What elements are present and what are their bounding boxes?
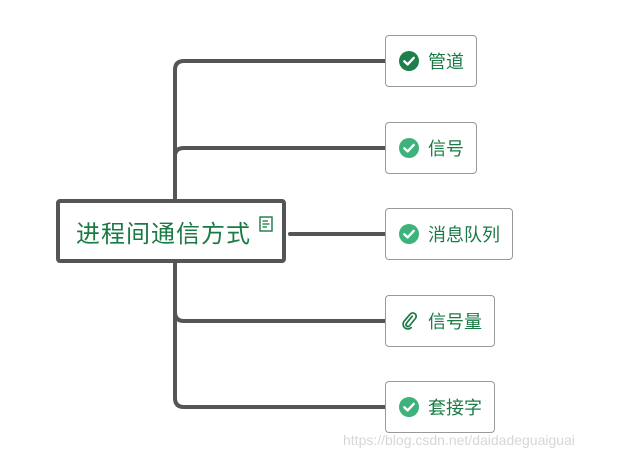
check-circle-icon bbox=[399, 138, 419, 158]
child-topic-label: 消息队列 bbox=[428, 225, 500, 246]
child-topic-semaphore[interactable]: 信号量 bbox=[385, 295, 495, 347]
child-topic-signal[interactable]: 信号 bbox=[385, 122, 477, 174]
child-topic-label: 管道 bbox=[428, 52, 464, 73]
child-topic-message-queue[interactable]: 消息队列 bbox=[385, 208, 513, 260]
check-circle-icon bbox=[399, 397, 419, 417]
watermark-text: https://blog.csdn.net/daidadeguaiguai bbox=[343, 432, 575, 448]
paperclip-icon bbox=[402, 312, 417, 330]
child-topic-label: 信号 bbox=[428, 139, 464, 160]
child-topic-label: 信号量 bbox=[428, 312, 482, 333]
child-topic-label: 套接字 bbox=[428, 398, 482, 419]
connector-child-4 bbox=[173, 261, 387, 323]
check-circle-icon bbox=[399, 224, 419, 244]
note-icon[interactable] bbox=[259, 216, 273, 232]
child-topic-socket[interactable]: 套接字 bbox=[385, 381, 495, 433]
connector-main-vertical bbox=[173, 59, 387, 201]
child-topic-pipe[interactable]: 管道 bbox=[385, 35, 477, 87]
root-topic-label: 进程间通信方式 bbox=[76, 219, 251, 248]
connector-child-5 bbox=[173, 310, 387, 409]
check-circle-icon bbox=[399, 51, 419, 71]
connector-child-2 bbox=[173, 146, 387, 158]
root-topic[interactable]: 进程间通信方式 bbox=[56, 199, 286, 263]
